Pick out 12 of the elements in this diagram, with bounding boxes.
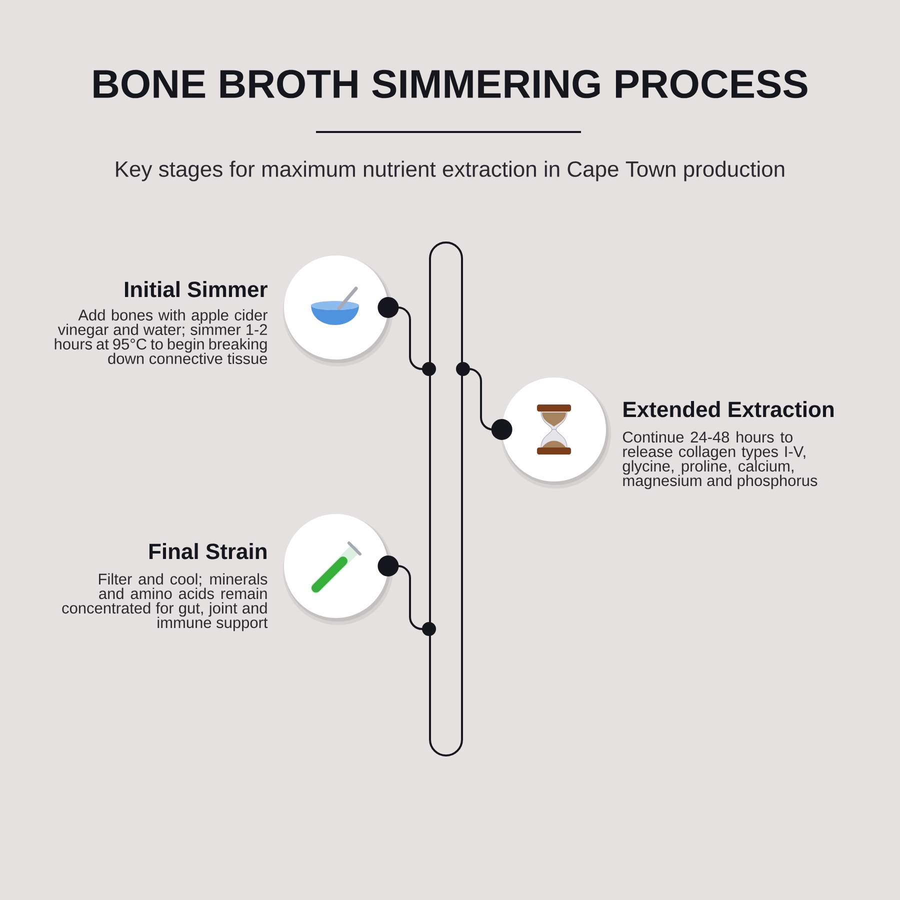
connector-line <box>378 297 436 376</box>
step-description: Filter and cool; minerals and amino acids remain concentrated for gut, joint and immune support <box>62 573 268 632</box>
step-description: Continue 24-48 hours to release collagen types I-V, glycine, proline, calcium, magnesium and phosphorus <box>622 431 818 490</box>
connector-line <box>456 362 512 440</box>
step-heading: Final Strain <box>149 543 266 560</box>
step-heading: Extended Extraction <box>624 401 834 418</box>
loop-track <box>429 242 463 756</box>
step-description: Add bones with apple cider vinegar and water; simmer 1-2 hours at 95°C to begin breaking down connective tissue <box>54 309 268 364</box>
title: BONE BROTH SIMMERING PROCESS <box>94 70 808 98</box>
connector-line <box>378 556 436 636</box>
subtitle: Key stages for maximum nutrient extraction in Cape Town production <box>116 160 784 182</box>
step-heading: Initial Simmer <box>125 281 268 298</box>
